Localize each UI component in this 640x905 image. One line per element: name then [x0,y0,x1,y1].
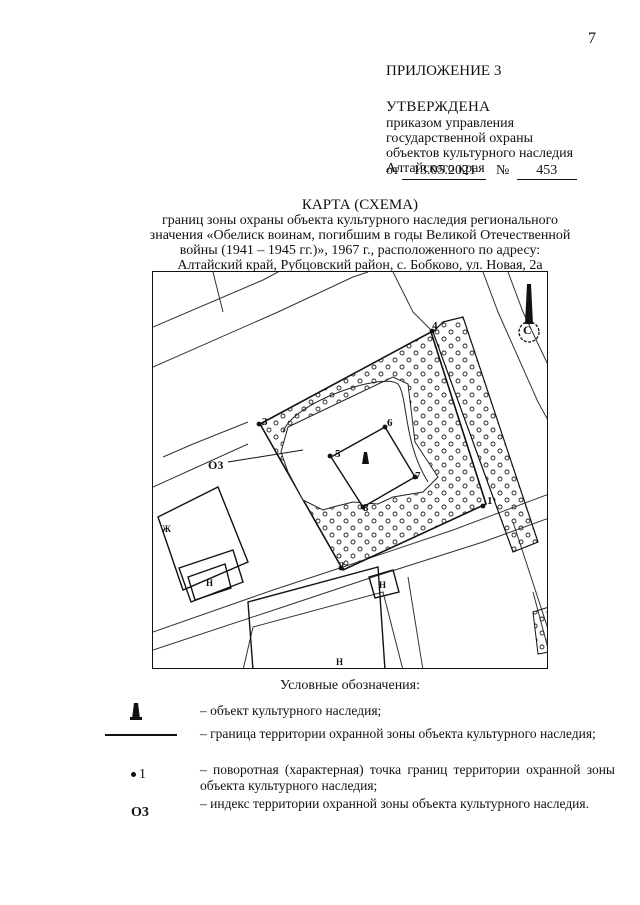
point-label-2: 2 [339,560,345,572]
map-drawing [153,272,547,668]
page-number: 7 [588,30,596,47]
approval-line-4: Алтайского края [386,161,485,176]
turning-point-number: 1 [139,767,146,782]
title-line-2: границ зоны охраны объекта культурного н… [161,213,559,228]
point-label-8: 8 [363,502,369,514]
building-label-n1: Н [206,578,214,588]
heritage-object-symbol [129,700,143,725]
approval-line-2: государственной охраны [386,131,534,146]
legend-item-boundary: – граница территории охранной зоны объек… [200,726,596,741]
turning-point-symbol: 1 [131,767,146,783]
approval-text: приказом управления государственной охра… [386,116,573,176]
legend-item-zone-index: – индекс территории охранной зоны объект… [200,796,589,811]
point-label-1: 1 [487,495,493,507]
zone-boundary-symbol [105,734,177,736]
legend-item-turning-point: – поворотная (характерная) точка границ … [200,762,615,793]
point-label-7: 7 [415,470,421,482]
order-number: 453 [516,163,577,180]
north-label: С [523,323,532,337]
number-label: № [495,163,510,178]
approval-line-1: приказом управления [386,116,515,131]
point-label-5: 5 [335,448,341,460]
from-label: от [386,163,399,178]
building-label-n3: Н [336,657,344,667]
site-map: 1 2 3 4 5 6 7 8 О3 С Ж Н Н Н [152,271,548,669]
approved-label: УТВЕРЖДЕНА [386,99,491,115]
point-dot-icon [131,772,136,778]
order-date-line: от 13.05.2021 № 453 [386,163,577,180]
legend-title: Условные обозначения: [279,678,421,693]
zone-index-symbol: О3 [131,805,149,820]
approval-line-3: объектов культурного наследия [386,146,574,161]
north-arrow [518,284,540,343]
order-date: 13.05.2021 [402,163,487,180]
title-line-3: значения «Обелиск воинам, погибшим в год… [149,228,571,243]
point-label-4: 4 [432,320,438,332]
building-label-zh: Ж [162,524,171,534]
building-label-n2: Н [379,580,387,590]
obelisk-marker [362,452,369,464]
legend-item-heritage: – объект культурного наследия; [200,703,382,718]
title-line-1: КАРТА (СХЕМА) [301,197,419,213]
point-label-6: 6 [387,417,393,429]
zone-index-label: О3 [208,458,224,472]
map-title: КАРТА (СХЕМА) границ зоны охраны объекта… [120,197,600,274]
title-line-4: войны (1941 – 1945 гг.)», 1967 г., распо… [179,243,541,258]
point-label-3: 3 [262,416,268,428]
appendix-label: ПРИЛОЖЕНИЕ 3 [386,63,502,79]
title-line-5: Алтайский край, Рубцовский район, с. Боб… [177,258,543,273]
